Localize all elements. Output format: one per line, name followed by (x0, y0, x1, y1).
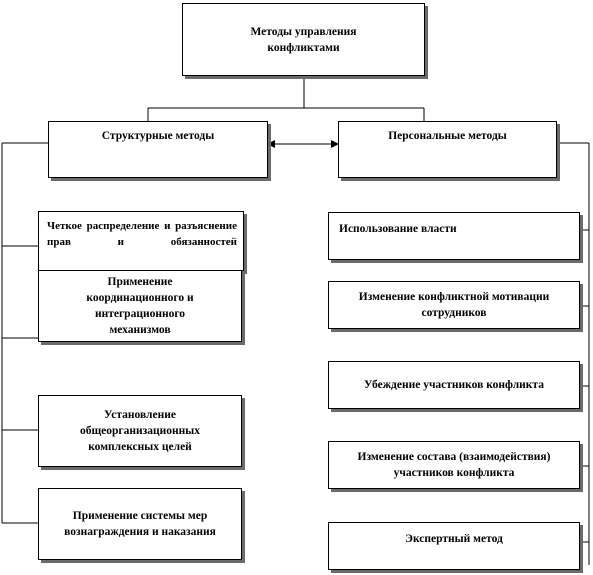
personal-item-5-label: Экспертный метод (405, 533, 503, 545)
structural-item-1-label: Четкое распределение и разъяснение прав … (47, 220, 237, 248)
structural-item-3-label: Установление общеорганизационных комплек… (79, 409, 201, 453)
personal-item-2: Изменение конфликтной мотивации сотрудни… (328, 281, 580, 329)
personal-header-label: Персональные методы (388, 130, 507, 142)
structural-item-2: Применение координационного и интеграцио… (38, 270, 242, 342)
structural-item-4: Применение системы мер вознаграждения и … (38, 488, 242, 560)
personal-item-3: Убеждение участников конфликта (328, 361, 580, 409)
personal-item-4-label: Изменение состава (взаимодействия) участ… (357, 451, 551, 479)
personal-item-1-label: Использование власти (339, 223, 457, 235)
root-label: Методы управления конфликтами (250, 25, 357, 54)
personal-item-1: Использование власти (328, 212, 580, 260)
structural-item-1: Четкое распределение и разъяснение прав … (38, 211, 244, 271)
structural-header-label: Структурные методы (101, 130, 215, 142)
structural-item-2-label: Применение координационного и интеграцио… (86, 276, 194, 336)
personal-item-5: Экспертный метод (328, 522, 580, 570)
personal-item-3-label: Убеждение участников конфликта (364, 379, 544, 391)
root-box: Методы управления конфликтами (182, 3, 425, 76)
structural-item-4-label: Применение системы мер вознаграждения и … (64, 510, 216, 538)
structural-header-box: Структурные методы (48, 121, 268, 178)
personal-item-2-label: Изменение конфликтной мотивации сотрудни… (358, 291, 550, 319)
personal-item-4: Изменение состава (взаимодействия) участ… (328, 441, 580, 489)
structural-item-3: Установление общеорганизационных комплек… (38, 395, 242, 467)
personal-header-box: Персональные методы (338, 121, 557, 178)
